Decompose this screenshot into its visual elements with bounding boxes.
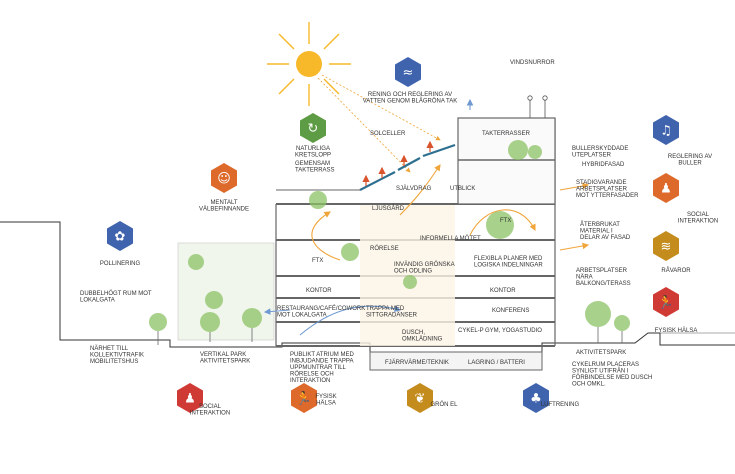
trees: [149, 140, 630, 332]
benefit-luftrening: ♣LUFTRENING: [523, 383, 579, 413]
meeting-icon: ♟: [184, 392, 196, 407]
hexagon-badge: [523, 383, 549, 413]
hexagon-badge: [107, 221, 133, 251]
label-informella: INFORMELLA MÖTET: [420, 235, 481, 242]
label-vindsnurror: VINDSNURROR: [510, 60, 555, 66]
hexagon-badge: [395, 57, 421, 87]
hexagon-badge: [211, 163, 237, 193]
flower-icon: ✿: [115, 230, 126, 245]
leaf-plug-icon: ❦: [415, 392, 426, 407]
wood-icon: ≋: [661, 240, 672, 255]
benefit-gron-el: ❦ GRÖN EL: [407, 383, 458, 413]
benefit-label: POLLINERING: [100, 261, 141, 267]
label-ftx-top: FTX: [500, 218, 511, 224]
cycle-icon: ↻: [308, 122, 319, 137]
label-dusch: DUSCH,OMKLÄDNING: [402, 330, 443, 343]
water-plant-icon: ≈: [403, 66, 414, 81]
airflow-arrows: [263, 98, 590, 336]
label-solceller: SOLCELLER: [370, 131, 406, 137]
exhaust-arrows: [362, 140, 434, 186]
hexagon-badge: [653, 231, 679, 261]
label-rorelse: RÖRELSE: [370, 245, 399, 252]
sunlight-rays: [317, 74, 441, 173]
wind-turbines: [527, 95, 548, 118]
label-konferens: KONFERENS: [492, 308, 529, 314]
hexagon-badge: [300, 113, 326, 143]
hexagon-badge: [653, 115, 679, 145]
sound-trees-icon: ♫: [660, 124, 672, 139]
label-takterrasser: TAKTERRASSER: [482, 131, 531, 137]
hexagon-badge: [407, 383, 433, 413]
running-icon: 🏃: [296, 391, 312, 407]
label-cykelp: CYKEL-P: [458, 328, 484, 334]
hexagon-badge: [177, 383, 203, 413]
hexagon-badge: [653, 287, 679, 317]
hexagon-badge: [653, 173, 679, 203]
running-icon: 🏃: [658, 295, 674, 311]
label-sjalvdrag: SJÄLVDRAG: [396, 185, 432, 192]
tree-trunks: [157, 327, 623, 345]
tree-air-icon: ♣: [530, 392, 542, 407]
sun-icon: [267, 22, 351, 106]
benefit-label: RÅVAROR: [661, 267, 691, 274]
label-lagring: LAGRING / BATTERI: [468, 360, 525, 366]
hexagon-badge: [291, 383, 317, 413]
label-ftx-mid: FTX: [312, 258, 323, 264]
meeting-icon: ♟: [660, 182, 672, 197]
label-gym: GYM, YOGASTUDIO: [485, 328, 542, 334]
label-ljusgard: LJUSGÅRD: [372, 205, 405, 212]
benefit-label: LUFTRENING: [541, 402, 580, 408]
label-hybridfasad: HYBRIDFASAD: [582, 162, 625, 168]
label-fjarrvarme: FJÄRRVÄRME/TEKNIK: [385, 359, 449, 366]
benefit-pollinering: ✿ POLLINERING: [100, 221, 141, 267]
solar-panels: [359, 143, 456, 191]
people-icon: ☺: [217, 172, 231, 187]
label-kontor-right: KONTOR: [490, 288, 516, 294]
label-aktivitetspark: AKTIVITETSPARK: [576, 350, 626, 356]
diagram-labels: VINDSNURROR SOLCELLER TAKTERRASSER GEMEN…: [80, 60, 652, 388]
benefit-label: GRÖN EL: [430, 401, 458, 408]
benefit-label: FYSISK HÄLSA: [655, 327, 698, 334]
benefit-fysisk-right: 🏃 FYSISK HÄLSA: [653, 287, 697, 334]
label-utblick: UTBLICK: [450, 186, 475, 192]
benefit-ravaror: ≋ RÅVAROR: [653, 231, 691, 274]
label-kontor-left: KONTOR: [306, 288, 332, 294]
